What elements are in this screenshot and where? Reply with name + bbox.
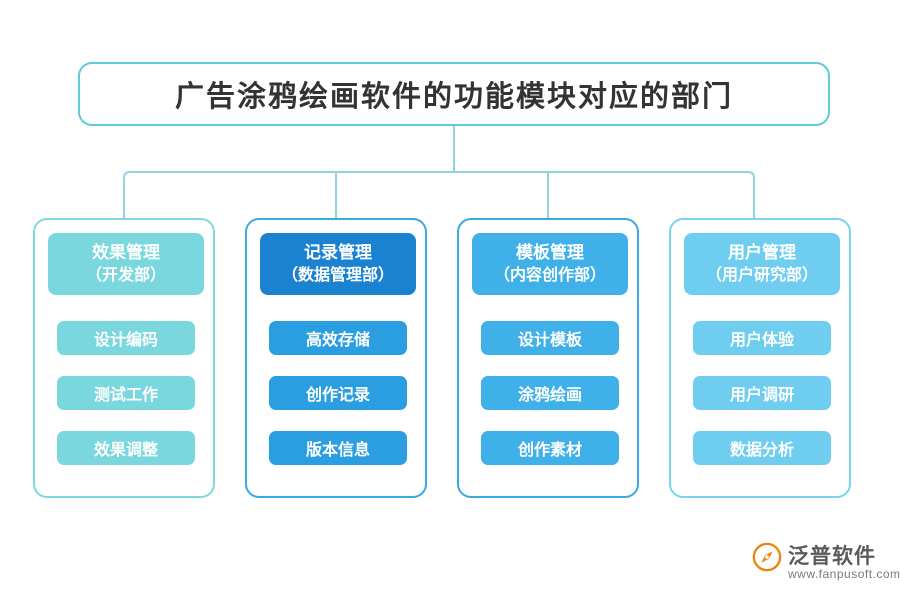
column-header-2-line1: 模板管理: [516, 243, 584, 262]
item-1-2[interactable]: 版本信息: [269, 431, 407, 465]
column-header-2[interactable]: 模板管理 （内容创作部）: [472, 233, 628, 295]
column-header-0-line1: 效果管理: [92, 243, 160, 262]
column-header-3-line1: 用户管理: [728, 243, 796, 262]
item-2-1[interactable]: 涂鸦绘画: [481, 376, 619, 410]
column-header-1-line1: 记录管理: [304, 243, 372, 262]
logo-name: 泛普软件: [788, 545, 876, 568]
item-3-0[interactable]: 用户体验: [693, 321, 831, 355]
column-header-3-line2: （用户研究部）: [705, 267, 818, 284]
item-3-2[interactable]: 数据分析: [693, 431, 831, 465]
logo-url: www.fanpusoft.com: [788, 567, 900, 581]
item-1-0[interactable]: 高效存储: [269, 321, 407, 355]
item-0-0[interactable]: 设计编码: [57, 321, 195, 355]
item-1-1[interactable]: 创作记录: [269, 376, 407, 410]
compass-icon: [752, 542, 782, 572]
column-header-1[interactable]: 记录管理 （数据管理部）: [260, 233, 416, 295]
column-template-management: 模板管理 （内容创作部） 设计模板 涂鸦绘画 创作素材: [457, 218, 639, 498]
column-header-3[interactable]: 用户管理 （用户研究部）: [684, 233, 840, 295]
column-header-0[interactable]: 效果管理 （开发部）: [48, 233, 204, 295]
item-0-1[interactable]: 测试工作: [57, 376, 195, 410]
item-0-2[interactable]: 效果调整: [57, 431, 195, 465]
column-effect-management: 效果管理 （开发部） 设计编码 测试工作 效果调整: [33, 218, 215, 498]
item-2-0[interactable]: 设计模板: [481, 321, 619, 355]
page-title: 广告涂鸦绘画软件的功能模块对应的部门: [174, 81, 733, 113]
column-record-management: 记录管理 （数据管理部） 高效存储 创作记录 版本信息: [245, 218, 427, 498]
brand-logo: 泛普软件 www.fanpusoft.com: [752, 540, 900, 588]
item-3-1[interactable]: 用户调研: [693, 376, 831, 410]
column-header-1-line2: （数据管理部）: [281, 267, 394, 284]
column-header-2-line2: （内容创作部）: [493, 267, 606, 284]
diagram-title-box: 广告涂鸦绘画软件的功能模块对应的部门: [78, 62, 830, 126]
column-user-management: 用户管理 （用户研究部） 用户体验 用户调研 数据分析: [669, 218, 851, 498]
column-header-0-line2: （开发部）: [85, 267, 166, 284]
item-2-2[interactable]: 创作素材: [481, 431, 619, 465]
